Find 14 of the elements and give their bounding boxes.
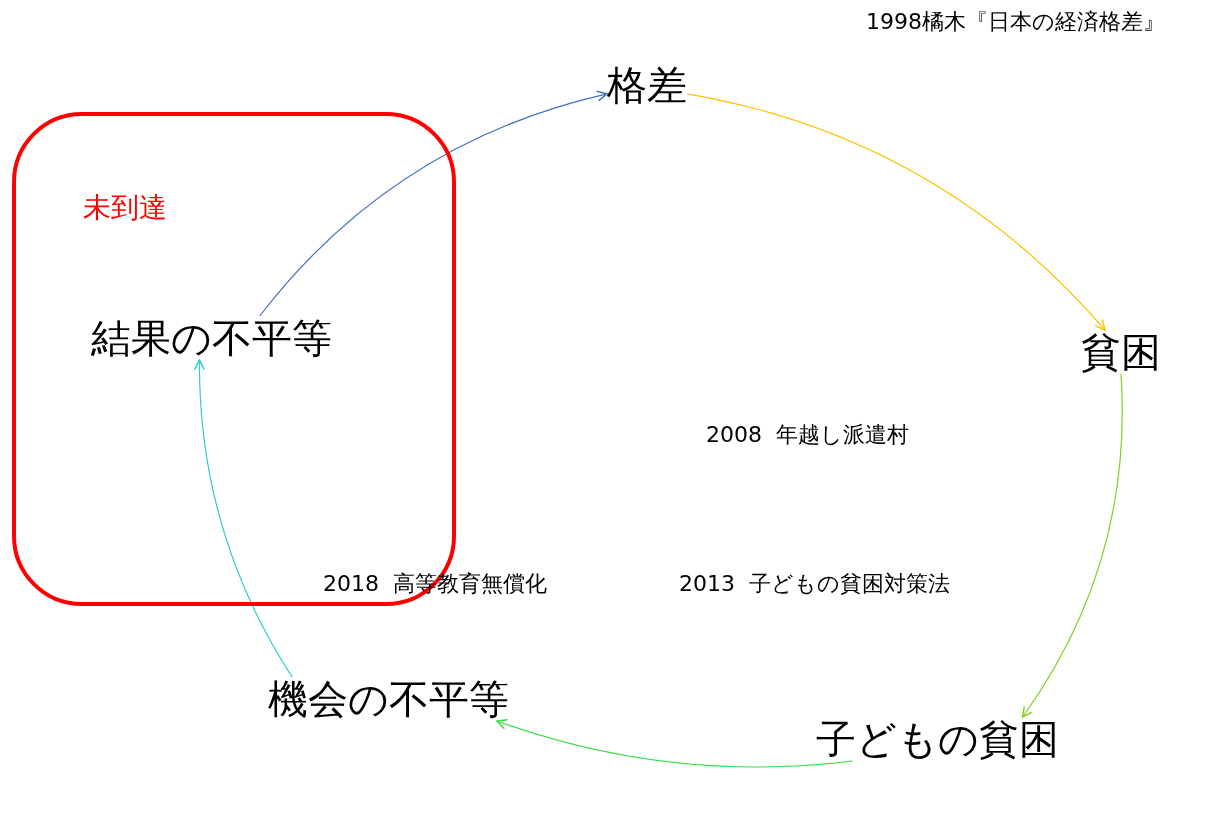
concept-label: 結果の不平等 (91, 316, 332, 360)
event-note: 2013 子どもの貧困対策法 (679, 572, 950, 597)
concept-label: 貧困 (1081, 330, 1161, 374)
arrow (259, 90, 608, 317)
arrow (1021, 373, 1123, 718)
event-note: 2008 年越し派遣村 (706, 423, 909, 448)
concept-label: 子どもの貧困 (816, 717, 1059, 761)
arrow (496, 718, 854, 768)
concept-label: 機会の不平等 (268, 677, 509, 721)
arrow (194, 359, 293, 678)
status-label: 未到達 (83, 193, 167, 224)
event-note: 1998橘木『日本の経済格差』 (866, 10, 1165, 35)
arrow (686, 93, 1106, 331)
concept-label: 格差 (607, 63, 687, 107)
